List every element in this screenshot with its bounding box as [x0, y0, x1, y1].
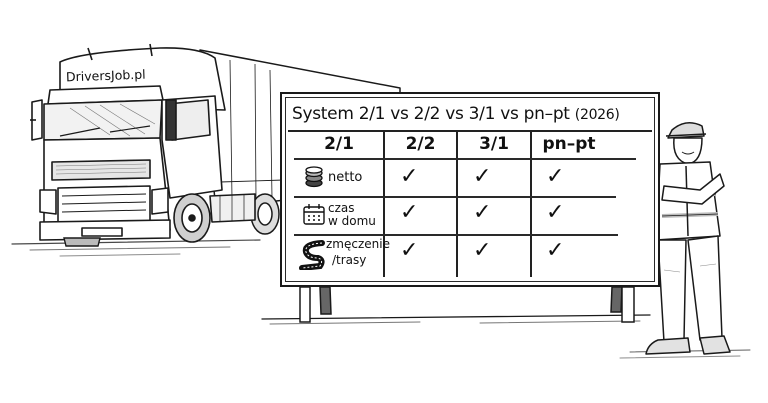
board-title-year: (2026): [574, 107, 620, 123]
title-divider: [288, 130, 652, 132]
check-mark-icon: ✓: [546, 200, 565, 225]
check-mark-icon: ✓: [546, 238, 565, 263]
board-title: System 2/1 vs 2/2 vs 3/1 vs pn–pt (2026): [292, 104, 620, 124]
check-mark-icon: ✓: [473, 164, 492, 189]
check-mark-icon: ✓: [546, 164, 565, 189]
board-legs: [299, 286, 635, 323]
check-mark-icon: ✓: [400, 164, 419, 189]
row-divider: [294, 196, 616, 198]
front-wheel: [173, 193, 211, 243]
row-label-w-domu: w domu: [328, 214, 376, 228]
check-mark-icon: ✓: [400, 238, 419, 263]
worker-figure: [593, 122, 731, 355]
row-label-zmeczenie: zmęczenie: [326, 237, 390, 251]
truck-cab: [30, 43, 256, 241]
front-tire-under: [63, 237, 101, 247]
comparison-board: System 2/1 vs 2/2 vs 3/1 vs pn–pt (2026)…: [280, 92, 660, 287]
check-mark-icon: ✓: [473, 238, 492, 263]
column-header-pn-pt: pn–pt: [542, 134, 596, 154]
truck-brand-label: DriversJob.pl: [65, 66, 146, 85]
check-mark-icon: ✓: [473, 200, 492, 225]
coins-stack-icon: [305, 166, 323, 188]
row-label-czas: czas: [328, 201, 355, 215]
column-header-2-1: 2/1: [324, 134, 354, 154]
row-label-netto: netto: [328, 170, 363, 185]
calendar-icon: [303, 204, 325, 225]
row-label-trasy: /trasy: [332, 253, 367, 267]
board-title-main: System 2/1 vs 2/2 vs 3/1 vs pn–pt: [292, 104, 570, 124]
winding-road-icon: [299, 240, 325, 270]
column-header-3-1: 3/1: [479, 134, 509, 154]
rear-wheel: [250, 193, 280, 235]
check-mark-icon: ✓: [400, 200, 419, 225]
column-divider: [383, 132, 385, 277]
column-header-2-2: 2/2: [405, 134, 436, 154]
column-divider: [456, 132, 458, 277]
row-divider: [294, 158, 636, 160]
column-divider: [530, 132, 532, 277]
row-divider: [294, 234, 618, 236]
